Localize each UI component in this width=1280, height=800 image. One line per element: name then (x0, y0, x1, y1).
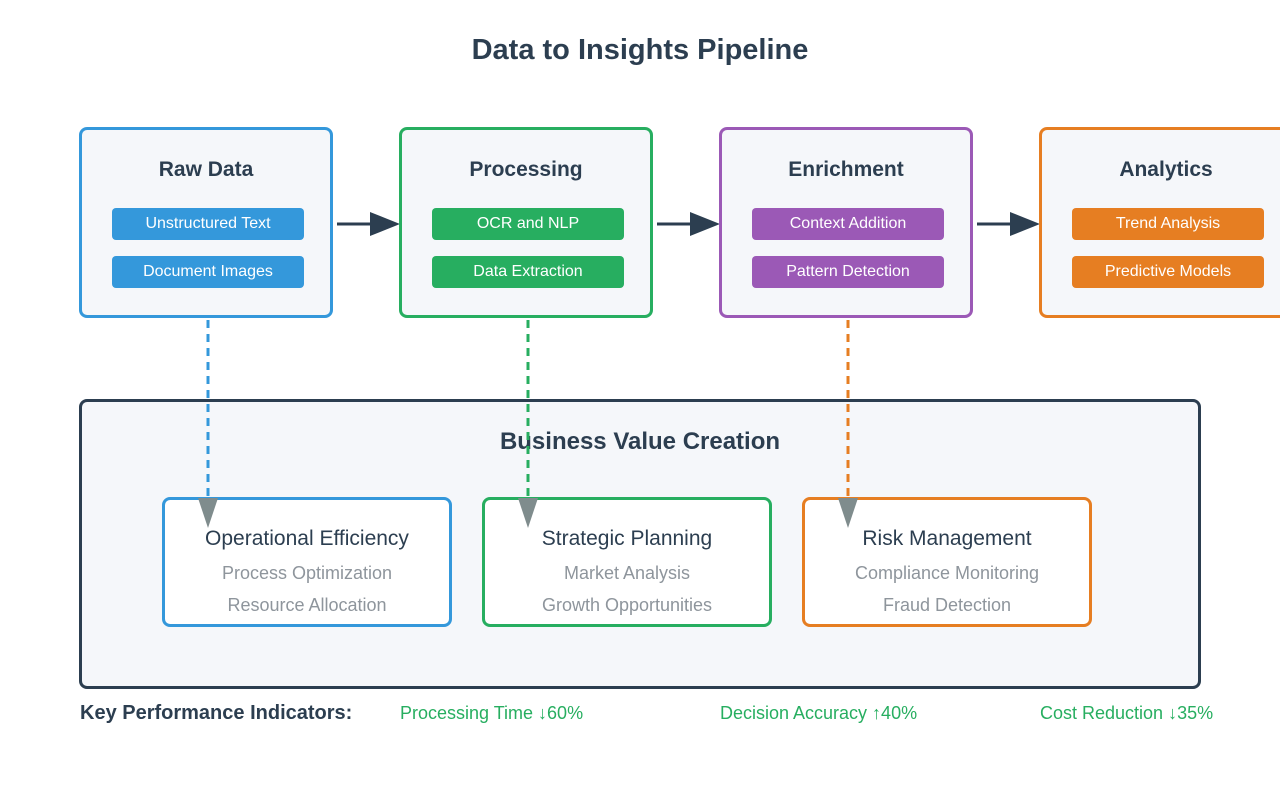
business-value-title: Business Value Creation (499, 428, 781, 455)
value-card-item: Market Analysis (563, 563, 691, 583)
value-card-title: Strategic Planning (541, 527, 713, 550)
value-card-item: Resource Allocation (227, 595, 387, 615)
flow-arrow-processing-to-enrichment (657, 212, 720, 236)
stage-title: Analytics (1119, 158, 1213, 181)
value-card-item: Process Optimization (221, 563, 393, 583)
business-value-container: Business Value Creation Operational Effi… (79, 399, 1201, 689)
value-card-item: Growth Opportunities (541, 595, 713, 615)
flow-arrow-enrichment-to-analytics (977, 212, 1040, 236)
stage-item: Document Images (112, 256, 304, 288)
flow-arrow-raw-to-processing (337, 212, 400, 236)
kpi-cost-reduction: Cost Reduction ↓35% (1040, 703, 1214, 723)
kpi-decision-accuracy: Decision Accuracy ↑40% (720, 703, 918, 723)
value-card-item: Compliance Monitoring (854, 563, 1040, 583)
stage-item: Context Addition (752, 208, 944, 240)
stage-title: Processing (469, 158, 583, 181)
stage-item: Trend Analysis (1072, 208, 1264, 240)
value-card-title: Risk Management (862, 527, 1032, 550)
stage-title: Raw Data (158, 158, 254, 181)
stage-item: Pattern Detection (752, 256, 944, 288)
value-card-item: Fraud Detection (882, 595, 1012, 615)
kpi-label: Key Performance Indicators: (80, 702, 353, 724)
stage-item: OCR and NLP (432, 208, 624, 240)
stage-title: Enrichment (788, 158, 904, 181)
stage-item: Predictive Models (1072, 256, 1264, 288)
value-card-title: Operational Efficiency (205, 527, 409, 550)
kpi-processing-time: Processing Time ↓60% (400, 703, 584, 723)
stage-item: Unstructured Text (112, 208, 304, 240)
diagram-title: Data to Insights Pipeline (471, 34, 809, 66)
stage-item: Data Extraction (432, 256, 624, 288)
